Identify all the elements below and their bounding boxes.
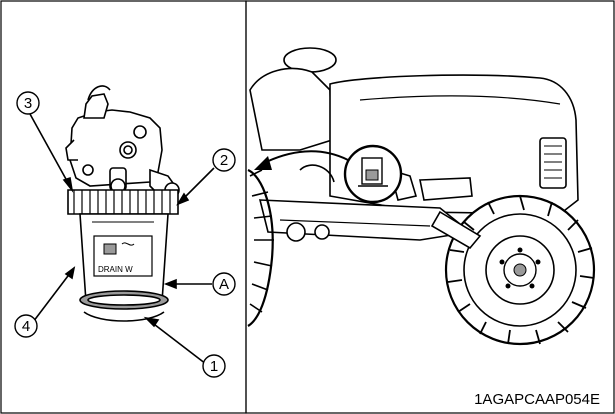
filter-location-highlight bbox=[343, 144, 403, 204]
callout-1: 1 bbox=[202, 354, 226, 378]
figure-code: 1AGAPCAAP054E bbox=[474, 391, 600, 408]
right-panel-frame bbox=[245, 0, 615, 414]
svg-text:3: 3 bbox=[24, 95, 32, 112]
svg-text:1: 1 bbox=[210, 358, 218, 375]
fuel-filter-illustration: DRAIN W bbox=[65, 85, 180, 322]
bowl-label-text: DRAIN W bbox=[98, 265, 133, 274]
svg-text:4: 4 bbox=[22, 318, 30, 335]
tractor-illustration bbox=[247, 47, 596, 346]
callout-3: 3 bbox=[16, 91, 40, 115]
svg-text:A: A bbox=[219, 276, 229, 293]
callout-2: 2 bbox=[212, 148, 236, 172]
leader-lines-left bbox=[29, 113, 215, 365]
svg-text:2: 2 bbox=[220, 152, 228, 169]
callout-A: A bbox=[212, 272, 236, 296]
callout-4: 4 bbox=[14, 314, 38, 338]
direction-arrow bbox=[254, 150, 349, 170]
